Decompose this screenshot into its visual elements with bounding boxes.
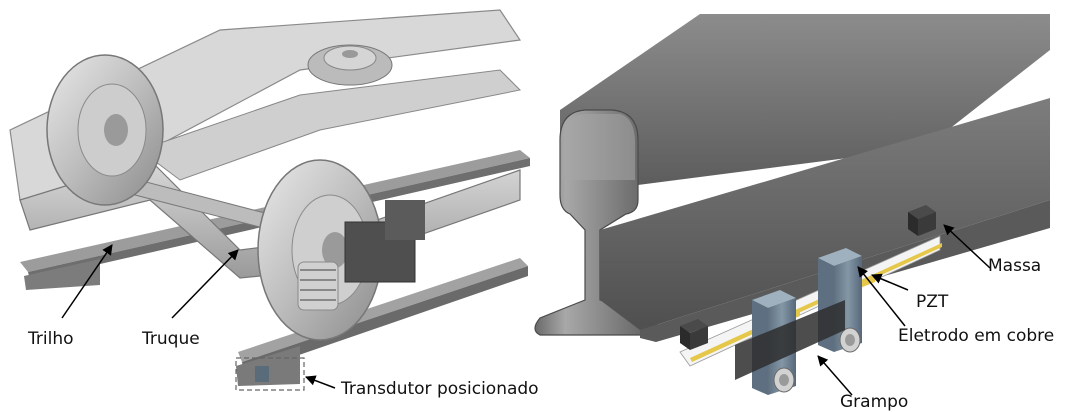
- clamp-label: Grampo: [840, 392, 909, 412]
- transducer-label: Transdutor posicionado: [341, 379, 539, 399]
- mass-right: [908, 205, 936, 236]
- transducer-leader: [305, 375, 336, 389]
- bogie-label: Truque: [142, 329, 200, 349]
- rail-web: [600, 98, 1050, 330]
- electrode-leader: [857, 266, 906, 327]
- transducer-dashed-box: [235, 357, 305, 391]
- rail-label: Trilho: [28, 329, 74, 349]
- mass-label: Massa: [988, 256, 1042, 276]
- electrode-label: Eletrodo em cobre: [898, 326, 1055, 346]
- bogie-leader: [171, 249, 239, 319]
- center-pivot: [307, 44, 393, 86]
- pzt-leader: [871, 273, 909, 291]
- pzt-label: PZT: [916, 292, 949, 312]
- clamp-bar: [735, 300, 845, 380]
- wheel-left: [46, 54, 164, 206]
- clamp-leader: [817, 355, 853, 396]
- transducer: [255, 366, 269, 382]
- rail-head-top: [560, 14, 1050, 195]
- mass-left: [680, 319, 708, 350]
- suspension: [297, 200, 425, 311]
- bogie-illustration: [9, 9, 530, 391]
- mass-leader: [943, 224, 991, 269]
- clamp-right: [818, 248, 862, 353]
- rail-leader: [61, 244, 113, 319]
- rail-detail-illustration: [534, 14, 1050, 395]
